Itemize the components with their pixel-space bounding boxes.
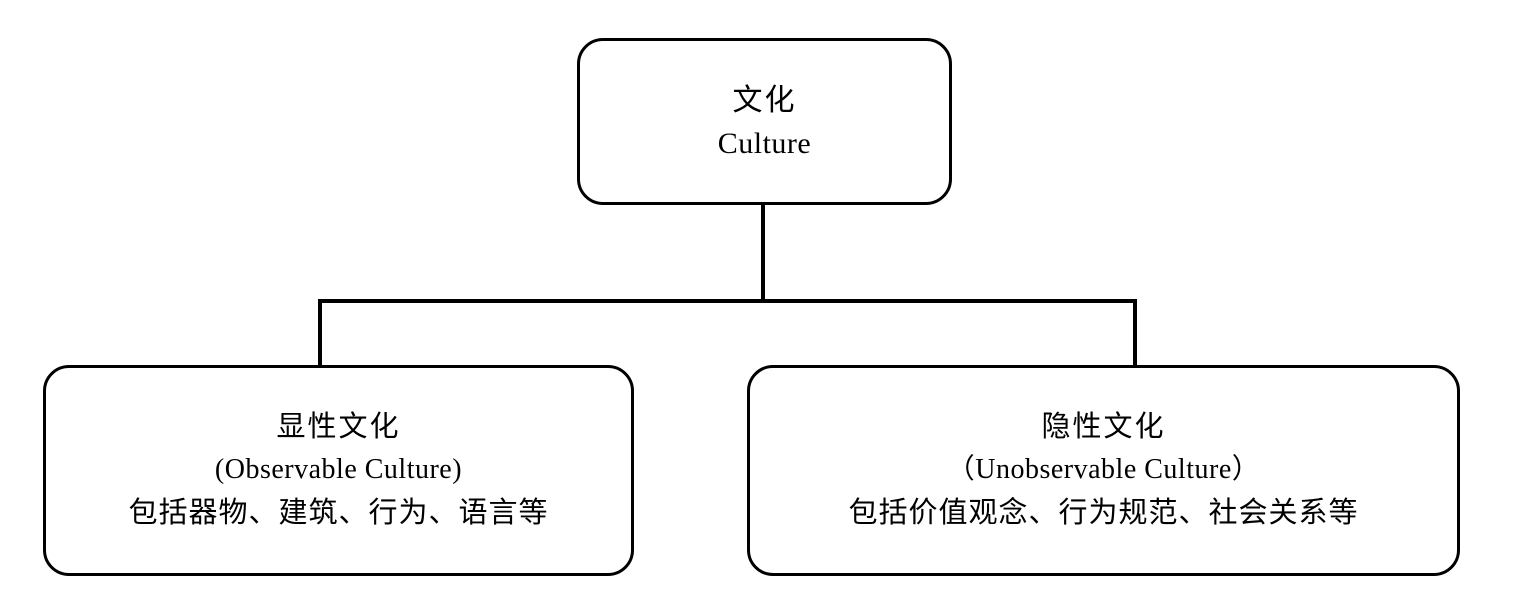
node-unobservable-latin-label: （Unobservable Culture） [946, 454, 1261, 486]
node-unobservable-culture[interactable]: 隐性文化 （Unobservable Culture） 包括价值观念、行为规范、… [747, 365, 1460, 576]
connector-root-stem [761, 202, 765, 303]
node-culture-latin-label: Culture [717, 126, 812, 160]
connector-horizontal-bar [318, 299, 1137, 303]
node-observable-cjk-label: 显性文化 [276, 410, 401, 443]
node-unobservable-detail-label: 包括价值观念、行为规范、社会关系等 [848, 496, 1359, 529]
node-culture-root[interactable]: 文化 Culture [577, 38, 952, 205]
connector-right-branch-drop [1133, 299, 1137, 368]
node-unobservable-cjk-label: 隐性文化 [1041, 410, 1166, 443]
node-observable-culture[interactable]: 显性文化 (Observable Culture) 包括器物、建筑、行为、语言等 [43, 365, 634, 576]
node-culture-cjk-label: 文化 [732, 83, 797, 117]
node-observable-latin-label: (Observable Culture) [214, 454, 463, 486]
connector-left-branch-drop [318, 299, 322, 368]
node-observable-detail-label: 包括器物、建筑、行为、语言等 [128, 496, 549, 529]
